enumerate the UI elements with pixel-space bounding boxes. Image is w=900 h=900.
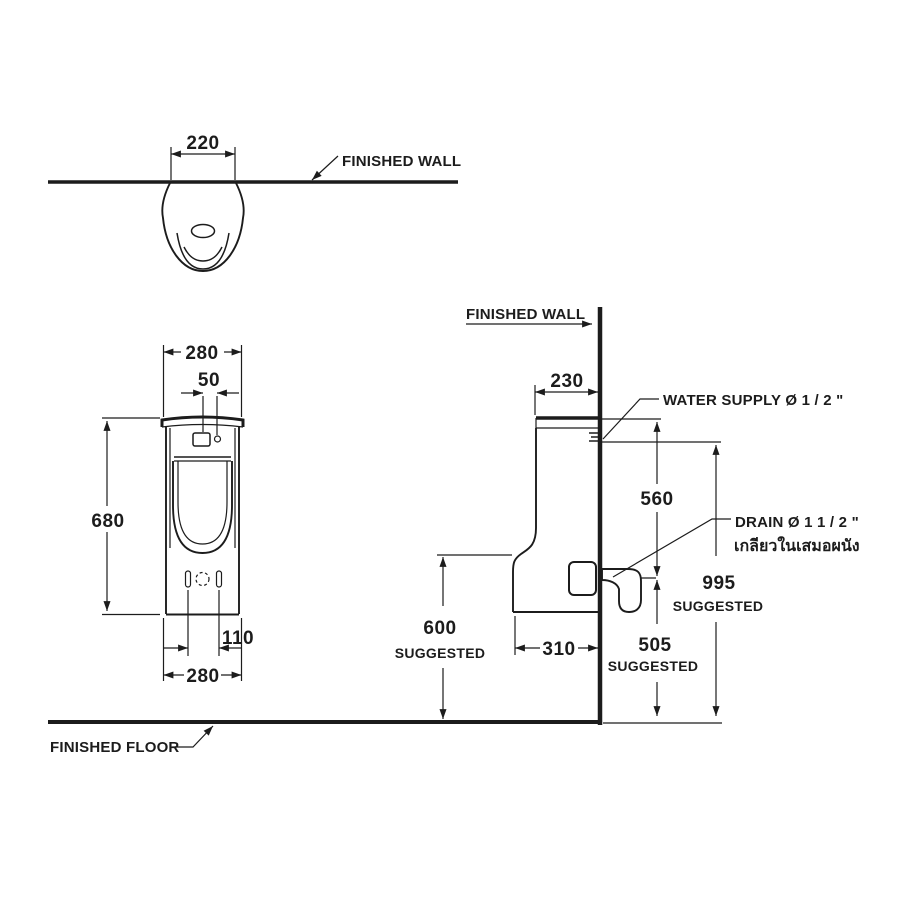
- finished-wall-top-label: FINISHED WALL: [342, 153, 461, 170]
- dim-label-front-height: 680: [91, 511, 124, 532]
- suggested-label: SUGGESTED: [608, 658, 699, 674]
- dim-label-drain-height: 505: [638, 635, 671, 656]
- leader-finished-wall-top: [311, 155, 339, 181]
- top-view: 220 FINISHED WALL: [48, 133, 461, 272]
- sensor-window: [192, 432, 211, 447]
- dim-label-top-width: 220: [186, 133, 219, 154]
- drain-label: DRAIN Ø 1 1 / 2 ": [735, 514, 859, 531]
- urinal-front-cap-bottom: [161, 423, 244, 428]
- urinal-top-bowl-inner: [183, 246, 223, 262]
- fixing-slot-left: [184, 570, 192, 588]
- urinal-front-bowl-inner: [177, 461, 228, 545]
- urinal-side-front-profile: [512, 428, 537, 612]
- leader-water-supply: [602, 398, 659, 440]
- water-supply-label: WATER SUPPLY Ø 1 / 2 ": [663, 392, 843, 409]
- finished-wall-side-label: FINISHED WALL: [466, 306, 585, 323]
- fixing-slot-right: [215, 570, 223, 588]
- drain-hole-front: [195, 571, 210, 587]
- suggested-label: SUGGESTED: [395, 645, 486, 661]
- suggested-label: SUGGESTED: [673, 598, 764, 614]
- dim-label-front-top-width: 280: [185, 343, 218, 364]
- drain-spout-side: [601, 568, 642, 613]
- drain-note-thai: เกลียวในเสมอผนัง: [734, 536, 860, 555]
- front-view: 280 50 680 110: [91, 343, 254, 687]
- urinal-front-cap-top: [160, 415, 245, 427]
- drain-box-side: [568, 561, 597, 596]
- side-view: FINISHED WALL 230 WATER SUPPLY Ø 1 / 2 "…: [395, 306, 860, 725]
- dim-label-top-depth: 230: [550, 371, 583, 392]
- finished-floor-label: FINISHED FLOOR: [50, 739, 179, 756]
- dim-label-bottom-depth: 310: [542, 639, 575, 660]
- dim-label-supply-to-drain: 560: [640, 489, 673, 510]
- urinal-top-bowl-outer: [176, 232, 230, 270]
- dim-label-rim-height: 600: [423, 618, 456, 639]
- urinal-top-drain-hole: [190, 223, 216, 239]
- urinal-top-outline: [161, 182, 245, 272]
- leader-drain: [612, 518, 731, 578]
- leader-finished-floor: [172, 725, 214, 748]
- dim-label-front-bottom-width: 280: [186, 666, 219, 687]
- dim-label-sensor-offset: 50: [198, 370, 220, 391]
- sensor-indicator-dot: [213, 435, 222, 443]
- floor: FINISHED FLOOR: [48, 720, 722, 756]
- urinal-front-bowl-outer: [172, 461, 233, 554]
- dim-label-bolt-spacing: 110: [222, 628, 254, 649]
- dim-label-supply-height: 995: [702, 573, 735, 594]
